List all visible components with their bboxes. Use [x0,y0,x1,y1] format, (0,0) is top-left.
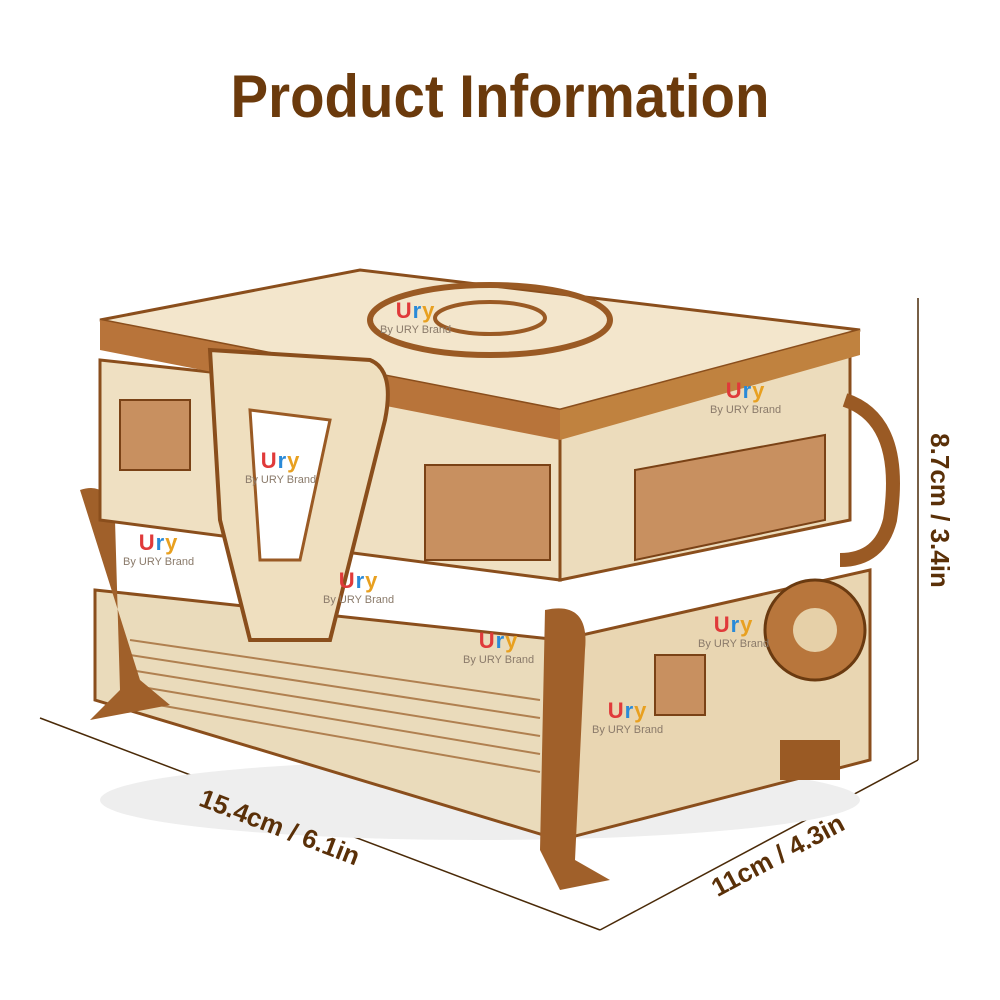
watermark-text: By URY Brand [245,474,317,486]
watermark-logo: Ury [395,298,436,323]
watermark-text: By URY Brand [463,654,535,666]
page-title: Product Information [230,63,770,130]
watermark-text: By URY Brand [710,404,782,416]
watermark-logo: Ury [138,530,179,555]
watermark-logo: Ury [260,448,301,473]
watermark-logo: Ury [338,568,379,593]
watermark-logo: Ury [725,378,766,403]
watermark-text: By URY Brand [123,556,195,568]
watermark-text: By URY Brand [323,594,395,606]
watermark-text: By URY Brand [698,638,770,650]
watermark-logo: Ury [713,612,754,637]
watermark-logo: Ury [607,698,648,723]
watermark-logo: Ury [478,628,519,653]
watermark-text: By URY Brand [592,724,664,736]
puzzle-box [80,268,900,890]
width-line [599,759,919,931]
watermark-text: By URY Brand [380,324,452,336]
height-dimension-label: 8.7cm / 3.4in [924,433,955,588]
